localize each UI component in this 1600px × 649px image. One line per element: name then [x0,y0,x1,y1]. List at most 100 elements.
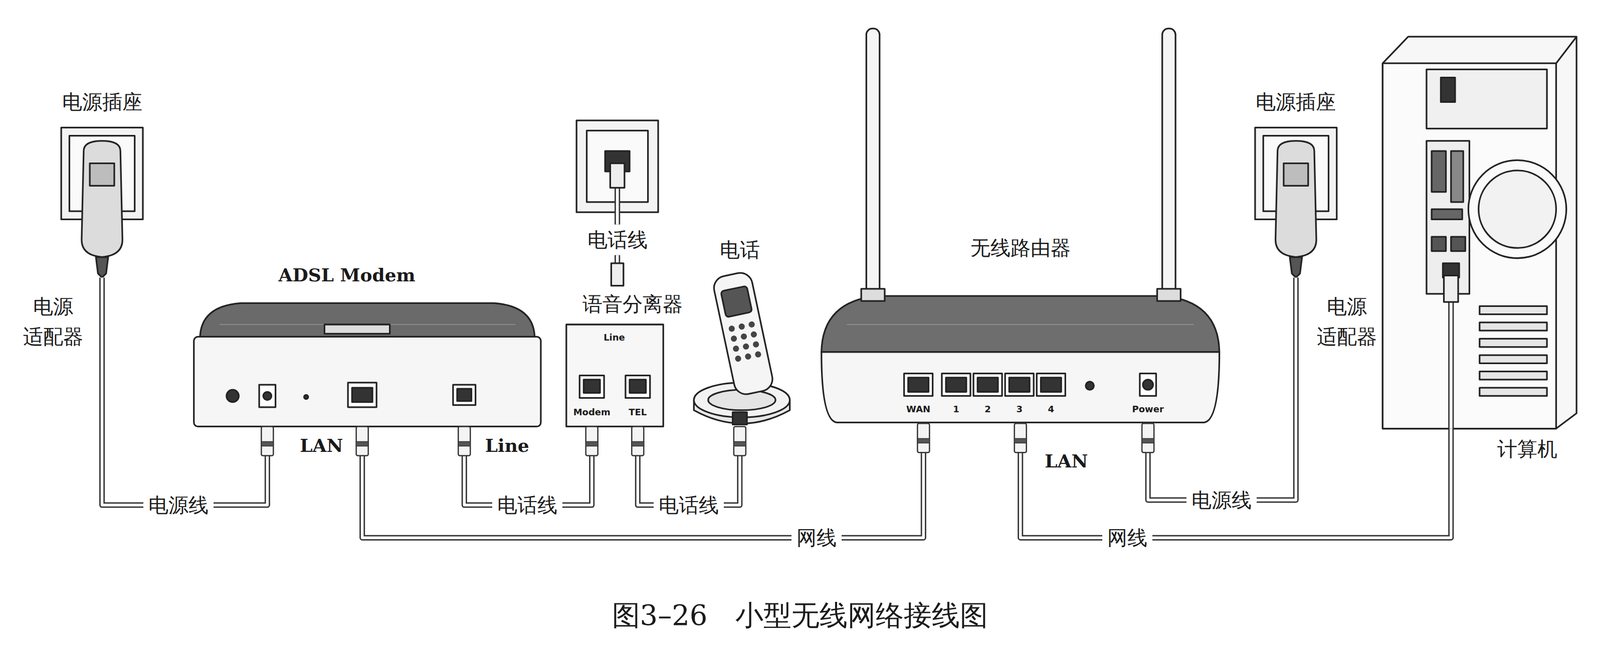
telephone: 电话 [693,271,791,427]
phone-drawing [693,270,790,425]
fan [1468,159,1566,258]
router-power-jack [1139,373,1157,396]
device-name: 语音分离器 [582,291,683,316]
modem-line-hole [457,388,472,401]
device-name: 电源插座 [62,89,143,114]
port-label: 电源 适配器 [20,291,87,352]
io-port [1431,236,1447,251]
cable-label: 电源线 [143,492,214,517]
port-label: 4 [1048,403,1055,415]
cable-label: 电源线 [1186,487,1257,512]
adapter-body [1275,140,1317,258]
cable-core [362,423,924,538]
port-label: Line [485,435,530,457]
splitter-tel-port [625,375,651,398]
vents [1479,305,1547,396]
power-unit: 电源插座电源 适配器 [1255,127,1337,278]
phone-handset [711,270,775,397]
plug-band [585,441,598,446]
modem-badge [324,324,390,334]
io-port [1431,150,1447,192]
port-label: Line [603,332,626,344]
splitter-drawing [566,324,664,427]
jack-cable [614,187,621,225]
cable-plug [917,423,930,453]
adapter-body [81,140,123,258]
port-label: Power [1132,403,1164,415]
computer: 计算机 [1382,36,1577,429]
plug-band [261,441,274,446]
port-label: LAN [1044,450,1088,472]
figure-caption: 图3–26 小型无线网络接线图 [612,597,989,632]
cable-plug [733,426,746,456]
modem-face [193,336,541,427]
cable-label: 电话线 [653,492,724,517]
cable-outline [102,277,268,505]
port-label: 2 [984,403,991,415]
modem-lan-hole [351,387,373,402]
io-port [1451,150,1464,203]
adapter-band [89,163,115,186]
port-label: WAN [906,403,931,415]
plug-band [631,441,644,446]
cable-plug [1141,423,1154,453]
antenna-base [1157,288,1181,301]
device-name: 计算机 [1497,436,1558,461]
cable [102,277,274,505]
modem-power-jack [259,384,276,408]
handset-body [711,270,775,397]
cable-label: 电话线 [492,492,563,517]
power-socket-left [61,127,143,278]
plug-band [356,441,369,446]
cable-plug [631,426,644,456]
port-label: LAN [299,435,343,457]
pc-plug [1444,275,1459,302]
cable-plug [356,426,369,456]
adapter-tail [1289,257,1302,278]
router-top [821,295,1220,352]
modem-power-hole [263,391,272,400]
plug-band [917,438,930,443]
splitter-modem-port [579,375,605,398]
router-drawing [821,28,1220,423]
case-outline [1382,36,1577,429]
plug-band [458,441,471,446]
cable-outline [1147,277,1296,500]
wall-jack [576,120,659,286]
device-name: 电话 [719,237,760,262]
cable-plug [458,426,471,456]
cable-plug [1014,423,1027,453]
io-panel [1426,140,1470,294]
handset-keys [728,320,762,363]
cable-core [1020,423,1452,538]
antenna [1162,28,1176,299]
cable [356,423,930,538]
router-reset [1085,381,1094,390]
device-name: 无线路由器 [970,235,1071,260]
jack-cable-core [616,187,620,225]
router-power-hole [1142,379,1153,390]
port-label: 电源 适配器 [1313,291,1380,352]
voice-splitter: 语音分离器LineModemTEL [566,324,664,427]
io-port [1431,209,1463,220]
cable-core [102,277,268,505]
handset-screen [720,285,753,318]
fan-inner [1478,170,1557,249]
power-unit: 电源插座电源 适配器 [61,127,143,278]
modem-drawing [193,302,541,427]
port-label: Modem [573,406,611,418]
psu-switch [1440,77,1456,103]
antenna-base [861,288,885,301]
device-name: ADSL Modem [278,264,416,287]
cable-plug [585,426,598,456]
cable-core [1147,277,1296,500]
psu [1426,69,1547,129]
splitter-tel-hole [629,379,647,393]
pc-cable-core [1449,295,1453,429]
port-label: TEL [628,406,647,418]
modem-switch [226,389,239,402]
